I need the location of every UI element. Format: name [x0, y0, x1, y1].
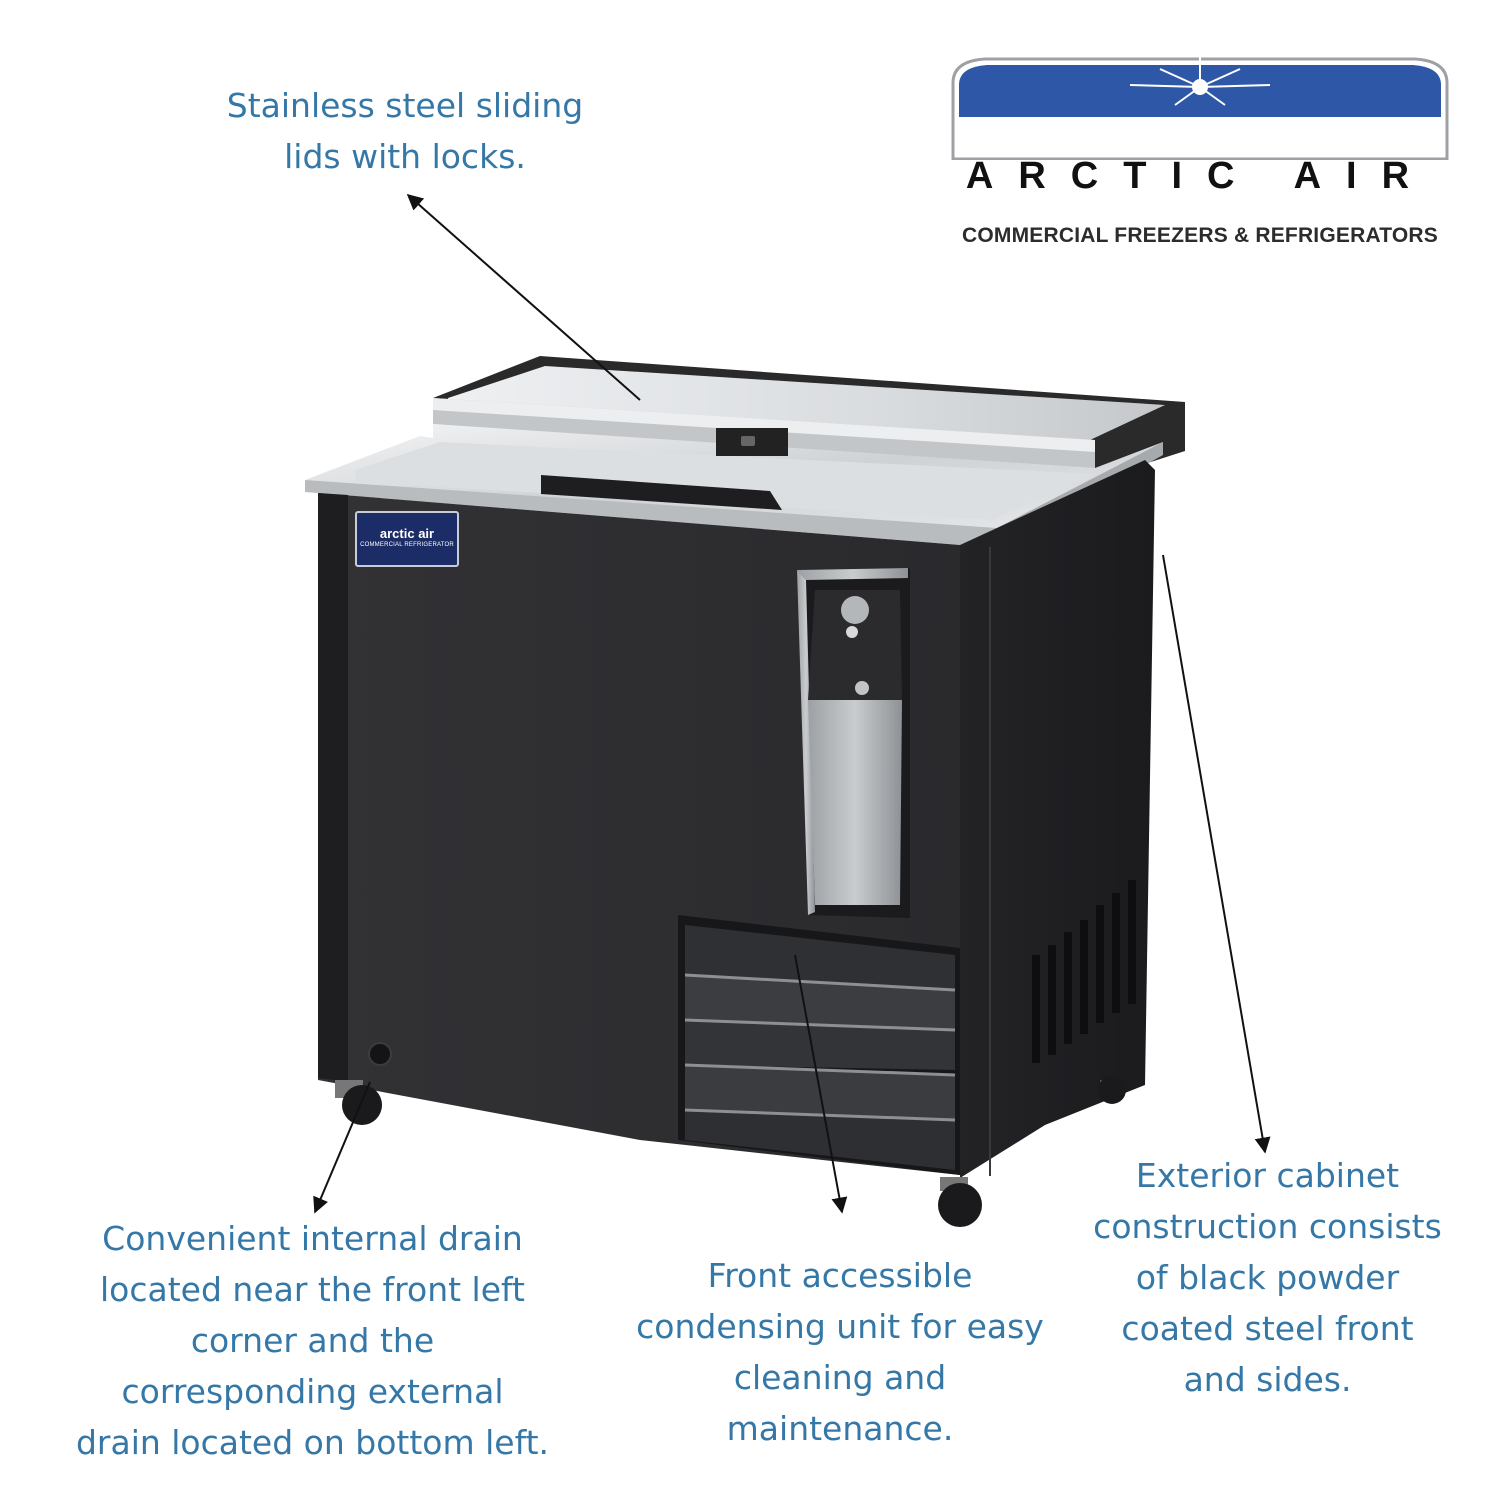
logo-brand-text: ARCTIC AIR	[965, 155, 1435, 197]
callout-internal-drain: Convenient internal drain located near t…	[75, 1219, 550, 1462]
logo-badge-icon	[951, 57, 1449, 160]
cabinet-nameplate: arctic air COMMERCIAL REFRIGERATOR	[355, 511, 459, 567]
logo-tagline: COMMERCIAL FREEZERS & REFRIGERATORS	[961, 224, 1439, 247]
side-vents	[1032, 880, 1136, 1063]
callout-sliding-lids: Stainless steel sliding lids with locks.	[226, 86, 584, 176]
arctic-air-logo: ARCTIC AIR COMMERCIAL FREEZERS & REFRIGE…	[945, 55, 1457, 247]
cabinet-side	[960, 460, 1155, 1178]
bottle-opener-plate	[797, 568, 910, 918]
callout-condensing-unit: Front accessible condensing unit for eas…	[636, 1256, 1044, 1448]
top-lid-surface	[305, 424, 1163, 548]
nameplate-brand: arctic air	[379, 526, 435, 541]
condensing-unit-louvers	[678, 915, 960, 1175]
nameplate-subtitle: COMMERCIAL REFRIGERATOR	[360, 542, 454, 548]
drain-port	[368, 1042, 392, 1066]
callout-exterior-cabinet: Exterior cabinet construction consists o…	[1093, 1156, 1442, 1399]
